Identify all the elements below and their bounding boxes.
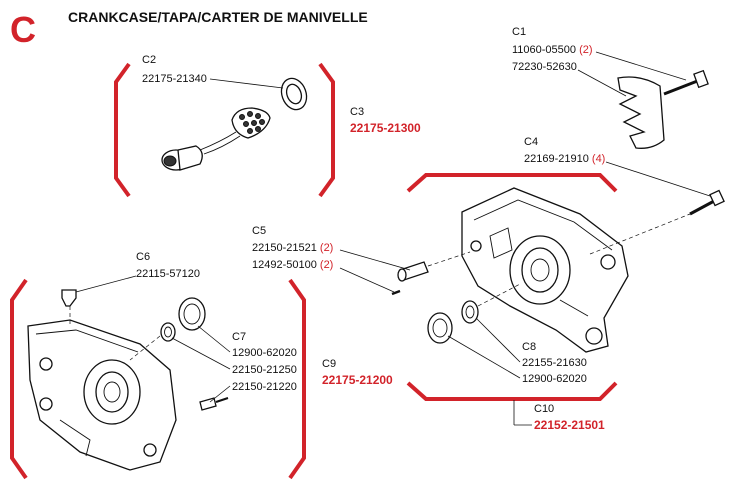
bearing-left-c7 — [129, 297, 229, 411]
c3-assembly-number: 22175-21300 — [350, 121, 421, 135]
c7-part-number-2: 22150-21250 — [232, 364, 297, 376]
c8-leader-2 — [447, 335, 521, 379]
c3-right-bracket — [318, 62, 335, 198]
page-title: CRANKCASE/TAPA/CARTER DE MANIVELLE — [68, 9, 368, 25]
c3-left-bracket — [114, 62, 131, 198]
bumper-bolt — [663, 69, 709, 96]
c8-part-number-2: 12900-62020 — [522, 373, 587, 385]
c9-ref: C9 — [322, 358, 336, 370]
c5-part-number-1: 22150-21521 (2) — [252, 242, 333, 254]
c5-ref: C5 — [252, 225, 266, 237]
crankcase-right-half — [461, 187, 629, 353]
section-letter: C — [10, 9, 36, 50]
c5-leader-2 — [339, 267, 395, 293]
c2-ref: C2 — [142, 54, 156, 66]
c9-left-bracket — [10, 278, 28, 480]
c7-leader-1 — [197, 325, 231, 353]
c1-part-number-2: 72230-52630 — [512, 61, 577, 73]
c8-leader-1 — [475, 317, 521, 363]
crankcase-bolt-c4 — [589, 189, 725, 255]
c7-part-number-1: 12900-62020 — [232, 347, 297, 359]
c7-ref: C7 — [232, 331, 246, 343]
c1-ref: C1 — [512, 26, 526, 38]
c7-leader-3 — [209, 385, 231, 403]
c10-bottom-bracket — [406, 381, 618, 401]
c9-right-bracket — [288, 278, 306, 480]
c9-assembly-number: 22175-21200 — [322, 373, 393, 387]
c5-part-number-2: 12492-50100 (2) — [252, 259, 333, 271]
c2-part-number: 22175-21340 — [142, 73, 207, 85]
c8-part-number-1: 22155-21630 — [522, 357, 587, 369]
oil-strainer — [199, 107, 271, 155]
c6-leader — [75, 275, 137, 293]
bumper-spike — [617, 76, 665, 149]
c8-ref: C8 — [522, 341, 536, 353]
c2-leader — [209, 78, 284, 89]
c7-part-number-3: 22150-21220 — [232, 381, 297, 393]
crankcase-left-half — [27, 319, 177, 471]
c4-part-number: 22169-21910 (4) — [524, 153, 605, 165]
c3-ref: C3 — [350, 106, 364, 118]
c4-leader — [605, 161, 711, 197]
oil-cap — [161, 145, 203, 171]
c6-ref: C6 — [136, 251, 150, 263]
c1-leader-1 — [595, 51, 687, 81]
c4-ref: C4 — [524, 136, 538, 148]
c1-part-number-1: 11060-05500 (2) — [512, 44, 593, 56]
dowel-pin-c5 — [391, 251, 471, 296]
c7-leader-2 — [171, 337, 231, 370]
c6-part-number: 22115-57120 — [136, 268, 200, 280]
c5-leader-1 — [339, 249, 411, 271]
plug-c6 — [61, 289, 77, 326]
bearing-right-c8 — [427, 283, 521, 344]
c10-assembly-number: 22152-21501 — [534, 418, 605, 432]
c10-ref: C10 — [534, 403, 554, 415]
c10-top-bracket — [406, 173, 618, 193]
c1-leader-2 — [577, 69, 627, 97]
oil-seal-ring — [280, 77, 308, 111]
